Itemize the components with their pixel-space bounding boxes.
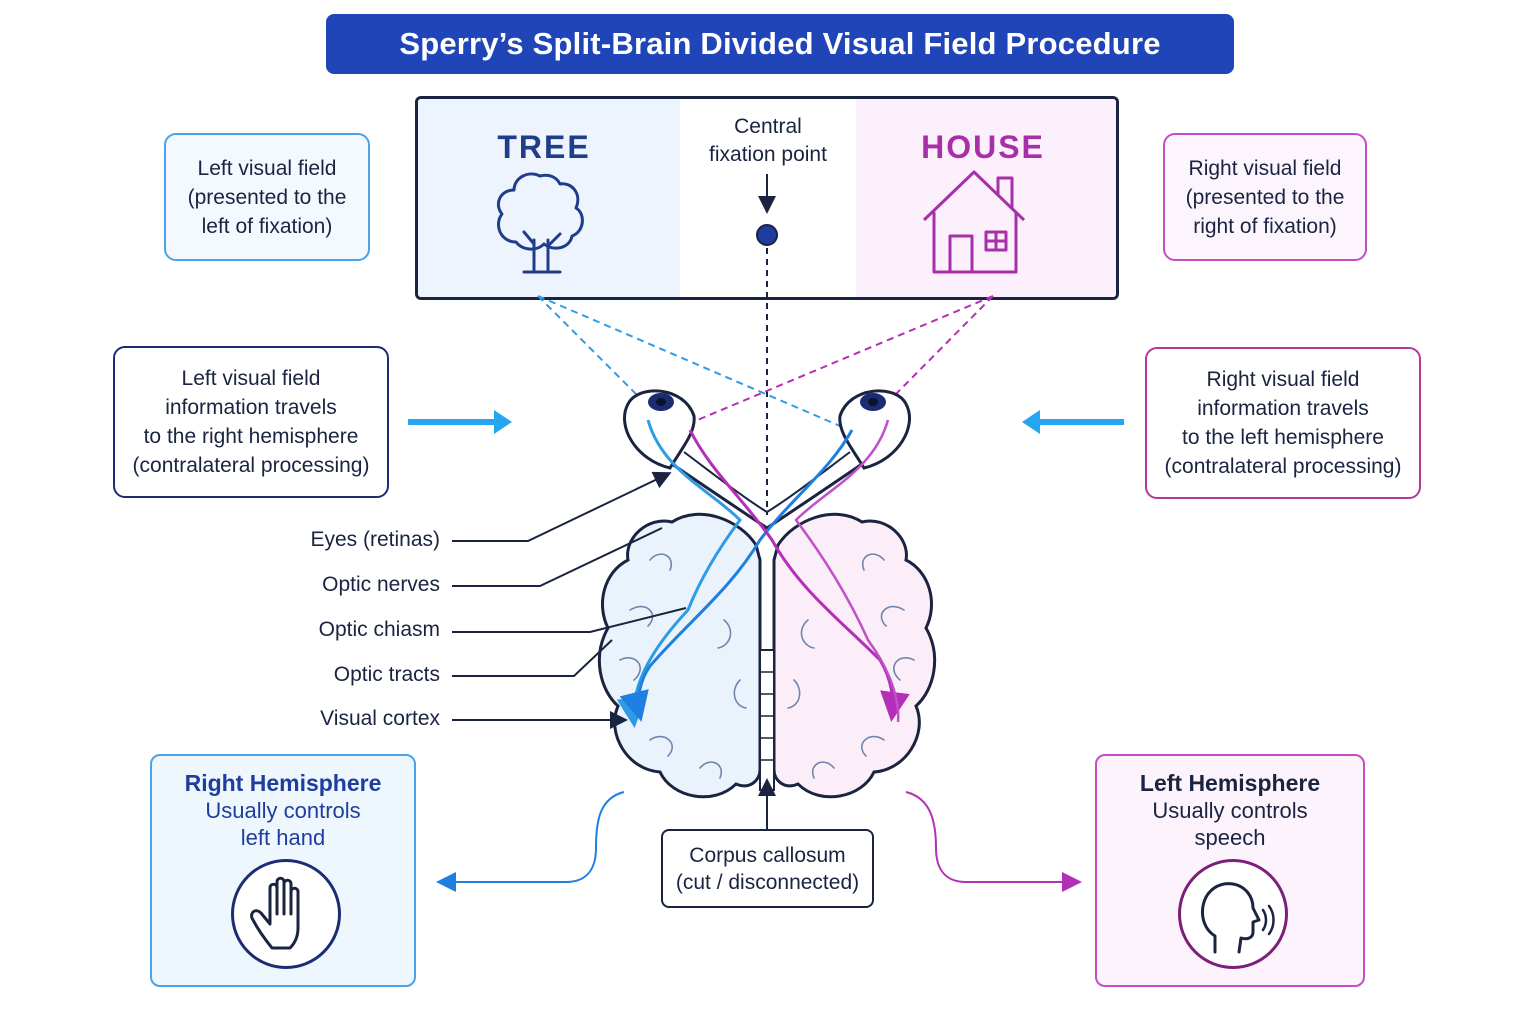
optic-nerve-outline [671,462,863,530]
left-hemisphere-box: Left Hemisphere Usually controls speech [1095,754,1365,987]
leader-optic-tracts [452,639,613,677]
label-optic-tracts: Optic tracts [333,663,440,686]
leader-eyes [452,471,672,542]
right-hemisphere-brain [597,512,762,799]
label-eyes: Eyes (retinas) [310,528,440,551]
fixation-point [756,224,778,246]
left-hemisphere-brain [772,512,937,799]
left-field-pathway-a [616,419,742,728]
label-visual-cortex: Visual cortex [320,707,440,730]
brain-gyri [619,553,915,779]
house-icon [922,170,1026,274]
tree-word: TREE [497,129,591,165]
label-optic-chiasm: Optic chiasm [318,618,440,641]
label-optic-nerves: Optic nerves [322,573,440,596]
left-eye-icon [623,389,696,470]
house-word: HOUSE [921,129,1045,165]
right-field-pathway-b [794,419,900,723]
right-routing-arrow-head [1022,410,1040,434]
page-title: Sperry’s Split-Brain Divided Visual Fiel… [326,14,1234,74]
right-eye-icon [838,389,911,470]
left-field-pathway-b [619,429,854,722]
speaking-head-icon [1178,859,1288,969]
leader-optic-chiasm [452,607,687,633]
fixation-label: Central fixation point [709,115,827,166]
left-hemisphere-output-arrow [905,791,1082,892]
hand-icon [231,859,341,969]
corpus-callosum-shape [759,649,775,791]
tree-to-left-eye [537,295,641,399]
corpus-callosum-segments [760,671,774,761]
right-hemisphere-box: Right Hemisphere Usually controls left h… [150,754,416,987]
left-routing-arrow-head [494,410,512,434]
house-to-right-eye [891,295,994,399]
right-hemisphere-output-arrow [436,791,625,892]
optic-nerve-inner [683,451,851,514]
tree-to-right-eye [537,295,841,427]
right-field-panel [856,99,1116,297]
corpus-callosum-label: Corpus callosum(cut / disconnected) [661,829,874,908]
right-field-pathway-a [688,429,910,722]
tree-icon [497,172,584,274]
leader-optic-nerves [452,527,663,587]
house-to-left-eye [687,295,994,425]
